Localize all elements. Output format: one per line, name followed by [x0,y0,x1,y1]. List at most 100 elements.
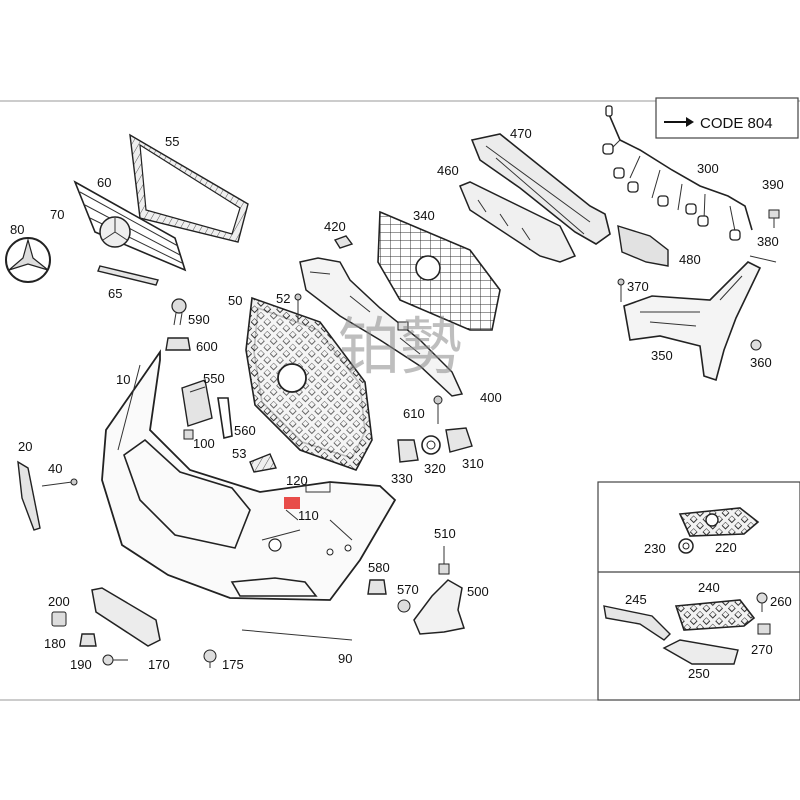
part-label: 10 [116,372,130,387]
part-label: 230 [644,541,666,556]
part-label: 500 [467,584,489,599]
part-label: 175 [222,657,244,672]
part-label: 240 [698,580,720,595]
star-emblem-70 [99,216,131,248]
star-emblem-80 [5,237,51,283]
part-label: 20 [18,439,32,454]
part-label: 260 [770,594,792,609]
pin-52 [294,293,302,322]
beam-470 [470,133,611,245]
molding-strip-65 [97,265,159,286]
part-label: 70 [50,207,64,222]
grille-50 [245,296,373,471]
part-label: 400 [480,390,502,405]
part-label: 560 [234,423,256,438]
side-trim-20 [17,460,41,531]
part-label: 340 [413,208,435,223]
part-label: 380 [757,234,779,249]
carrier-350 [623,261,762,382]
part-label: 55 [165,134,179,149]
inset-box [597,481,800,701]
part-label: 480 [679,252,701,267]
part-label: 390 [762,177,784,192]
ring-230 [678,538,694,554]
part-label: 220 [715,540,737,555]
part-label: 65 [108,286,122,301]
clip-360 [750,339,762,351]
part-label: 550 [203,371,225,386]
screw-260 [756,592,768,612]
watermark: 铂勢 [338,310,462,383]
part-label: 320 [424,461,446,476]
screw-40 [41,478,78,487]
screw-610 [433,395,443,424]
part-label: 100 [193,436,215,451]
part-label: 610 [403,406,425,421]
module-550 [181,379,213,427]
part-label: 580 [368,560,390,575]
bracket-560 [217,397,233,439]
code-ref-box: CODE 804 [655,97,799,139]
part-label: 570 [397,582,419,597]
part-label: 510 [434,526,456,541]
part-label: 600 [196,339,218,354]
part-110 [284,497,300,521]
bolt-510 [438,546,450,575]
part-label: 110 [298,508,319,523]
clip-600 [165,337,191,351]
nut-570 [397,599,411,613]
part-label: 90 [338,651,352,666]
part-label: 245 [625,592,647,607]
part-labels: 55 60 70 80 65 590 600 550 10 100 560 50… [10,126,792,681]
cable-120 [305,482,331,493]
fog-grille-240 [674,599,756,631]
rivet-175 [203,649,217,668]
trim-strip-90 [241,629,353,641]
part-label: 470 [510,126,532,141]
ring-320 [421,435,441,455]
trim-245 [603,605,671,641]
grommet-200 [51,611,67,627]
part-label: 300 [697,161,719,176]
code-ref-label: CODE 804 [700,115,773,132]
nut-100 [183,429,194,440]
fog-grille-220 [678,507,760,537]
bracket-480 [617,224,669,267]
part-label: 200 [48,594,70,609]
clip-410 [397,321,409,331]
absorber-460 [459,181,577,263]
part-label: 120 [286,473,308,488]
part-label: 270 [751,642,773,657]
part-label: 330 [391,471,413,486]
screw-190 [102,654,128,666]
bracket-170 [91,587,161,647]
bolt-390 [768,209,780,228]
part-label: 370 [627,279,649,294]
part-label: 420 [324,219,346,234]
part-label: 80 [10,222,24,237]
sensor-330 [397,439,419,463]
clip-270 [757,623,771,635]
clip-580 [367,579,387,595]
trim-53 [249,453,277,473]
part-label: 460 [437,163,459,178]
bracket-420 [333,235,354,249]
part-label: 190 [70,657,92,672]
part-label: 350 [651,348,673,363]
part-label: 180 [44,636,66,651]
harness-300 [602,105,753,241]
grille-340 [377,210,501,331]
part-label: 40 [48,461,62,476]
bracket-500 [413,579,465,635]
crossmember-400 [299,257,464,397]
part-label: 590 [188,312,210,327]
front-bumper-10 [101,349,397,601]
part-label: 310 [462,456,484,471]
part-label: 170 [148,657,170,672]
part-label: 250 [688,666,710,681]
part-label: 60 [97,175,111,190]
clip-180 [79,633,97,647]
part-label: 52 [276,291,290,306]
grille-frame-55 [129,133,249,243]
